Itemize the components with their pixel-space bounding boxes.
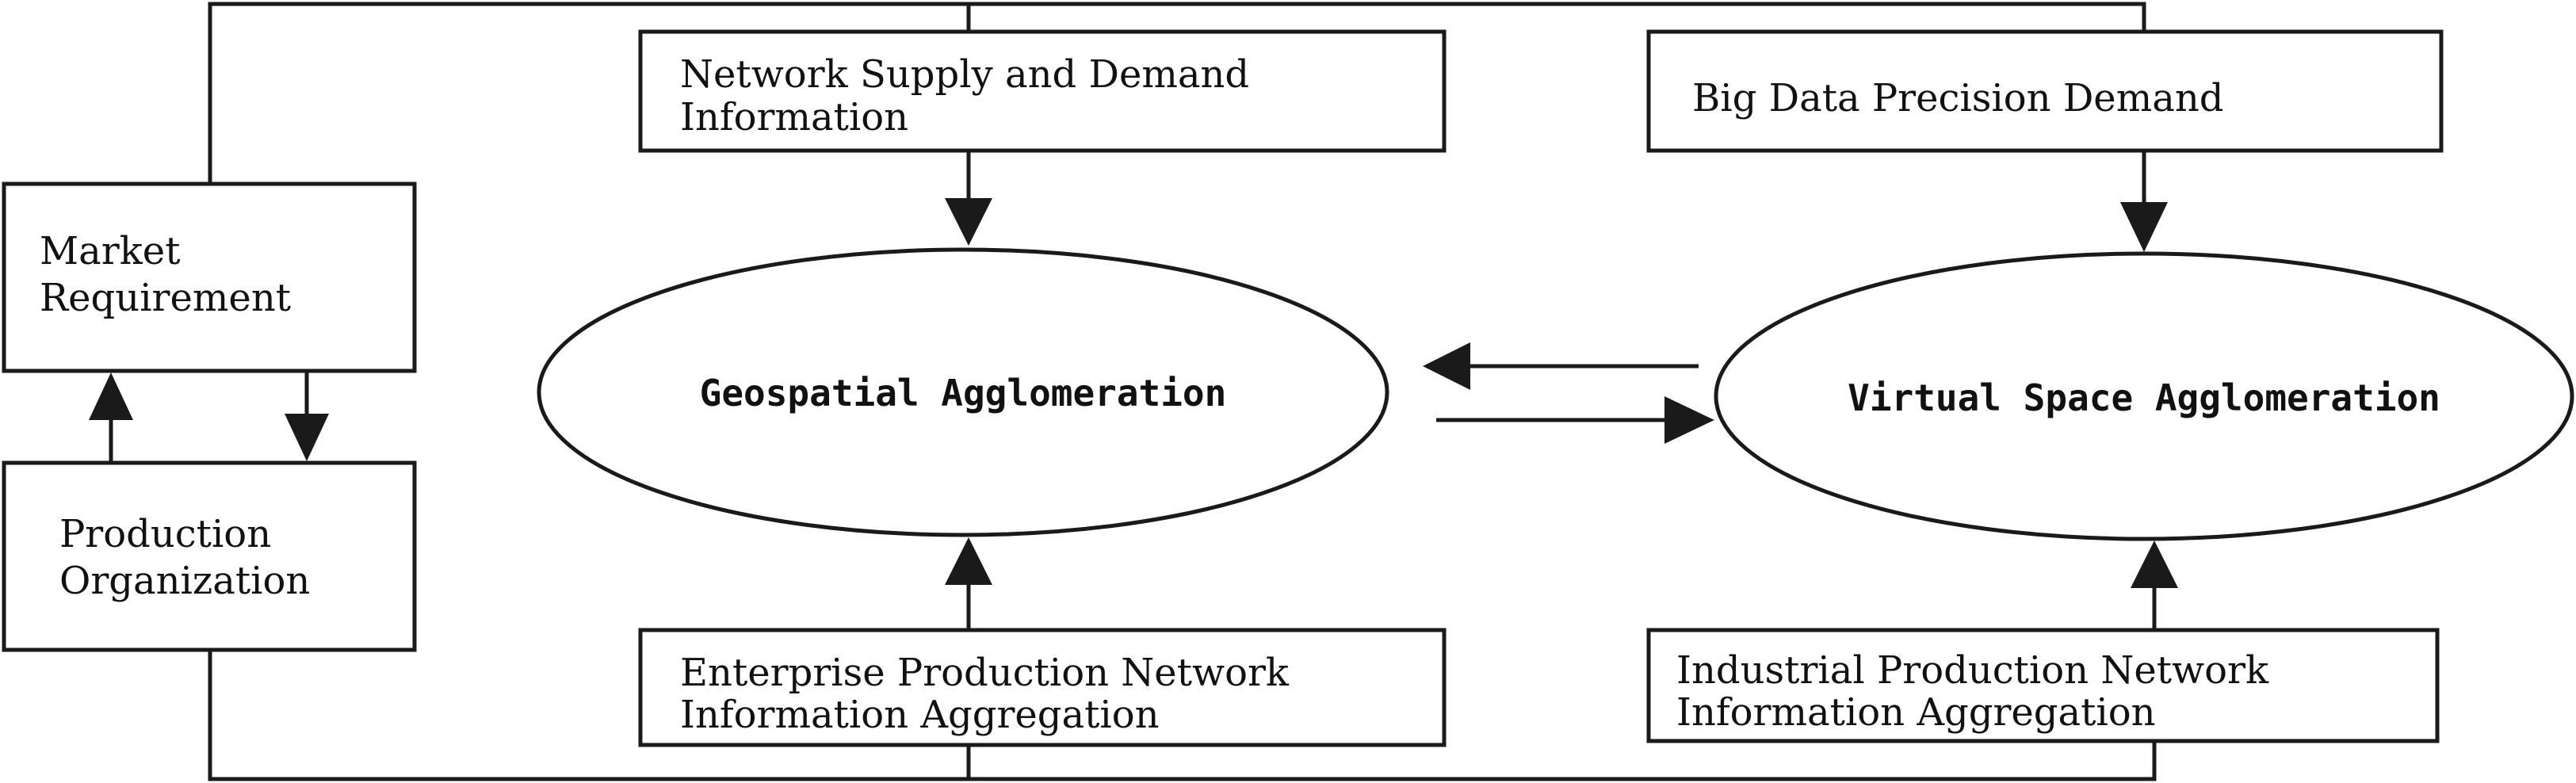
outer-loop-top	[208, 2, 2146, 184]
arrow-network-to-geospatial	[945, 151, 992, 246]
network-supply-demand-line2: Information	[680, 95, 908, 139]
industrial-production-network-line1: Industrial Production Network	[1676, 648, 2269, 693]
geospatial-agglomeration-node: Geospatial Agglomeration	[537, 247, 1389, 537]
virtual-space-agglomeration-node: Virtual Space Agglomeration	[1714, 251, 2574, 541]
network-supply-demand-box: Network Supply and Demand Information	[638, 29, 1447, 153]
production-organization-box: Production Organization	[2, 460, 417, 652]
enterprise-production-network-box: Enterprise Production Network Informatio…	[638, 628, 1447, 747]
outer-loop-bottom	[208, 650, 2157, 781]
market-requirement-line1: Market	[40, 229, 181, 273]
enterprise-production-network-line2: Information Aggregation	[680, 693, 1160, 737]
network-supply-demand-line1: Network Supply and Demand	[680, 52, 1249, 97]
big-data-precision-demand-label: Big Data Precision Demand	[1692, 76, 2223, 120]
arrow-industrial-to-virtual	[2131, 540, 2178, 630]
industrial-production-network-box: Industrial Production Network Informatio…	[1646, 628, 2440, 743]
arrow-bigdata-to-virtual	[2120, 151, 2168, 252]
market-requirement-box: Market Requirement	[2, 181, 417, 373]
production-organization-line2: Organization	[59, 559, 310, 603]
production-organization-line1: Production	[59, 512, 271, 556]
arrow-production-to-market	[89, 372, 133, 463]
virtual-space-agglomeration-label: Virtual Space Agglomeration	[1848, 376, 2440, 419]
enterprise-production-network-line1: Enterprise Production Network	[680, 651, 1290, 695]
market-requirement-line2: Requirement	[40, 276, 291, 320]
industrial-production-network-line2: Information Aggregation	[1676, 690, 2156, 735]
arrow-market-to-production	[285, 371, 329, 461]
arrow-virtual-to-geospatial	[1423, 342, 1699, 390]
geospatial-agglomeration-label: Geospatial Agglomeration	[700, 372, 1227, 414]
arrow-geospatial-to-virtual	[1436, 396, 1714, 444]
arrow-enterprise-to-geospatial	[945, 537, 992, 630]
big-data-precision-demand-box: Big Data Precision Demand	[1646, 29, 2444, 153]
